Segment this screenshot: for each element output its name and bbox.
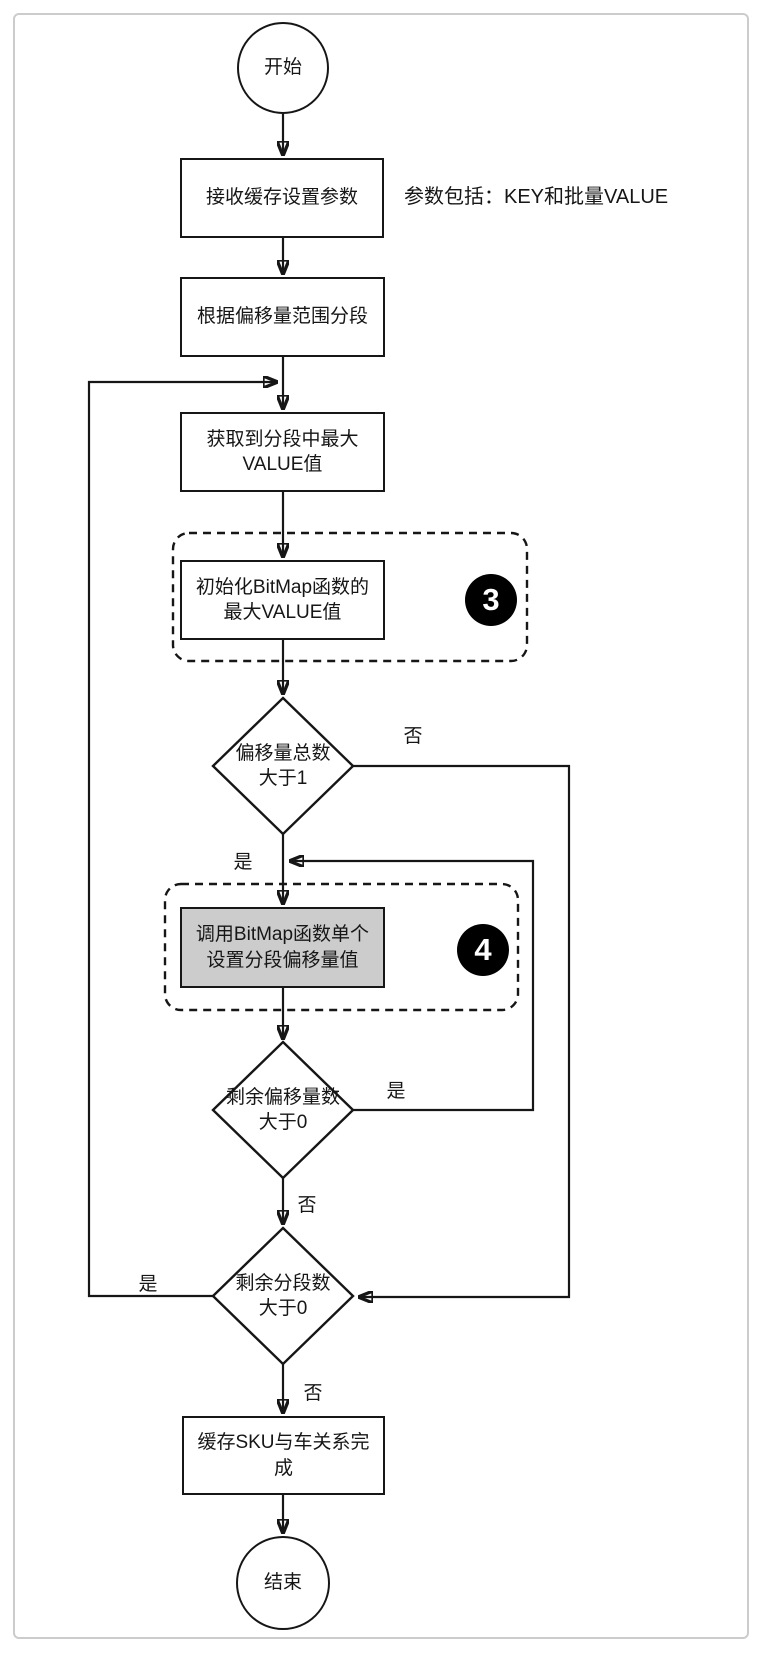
start-node: 开始 <box>237 22 329 114</box>
diamond-shape <box>211 696 355 836</box>
process-segment-by-offset: 根据偏移量范围分段 <box>180 277 385 357</box>
process-cache-done: 缓存SKU与车关系完 成 <box>182 1416 385 1495</box>
diagram-frame <box>13 13 749 1639</box>
step-badge-3: 3 <box>465 574 517 626</box>
decision-offsets-total: 偏移量总数 大于1 <box>211 696 355 836</box>
decision2-no-label: 否 <box>297 1195 317 1216</box>
decision3-no-label: 否 <box>303 1383 323 1404</box>
diamond-shape <box>211 1226 355 1366</box>
decision1-no-label: 否 <box>403 726 423 747</box>
process-init-bitmap: 初始化BitMap函数的 最大VALUE值 <box>180 560 385 640</box>
step-badge-4: 4 <box>457 924 509 976</box>
edge-decision3-yes-loop <box>87 382 278 1298</box>
end-node: 结束 <box>236 1536 330 1630</box>
process-receive-params: 接收缓存设置参数 <box>180 158 384 238</box>
process-get-max-value: 获取到分段中最大 VALUE值 <box>180 412 385 492</box>
edge-decision1-no-to-decision3 <box>353 764 571 1297</box>
dashed-container-step3 <box>171 531 529 663</box>
dashed-container-step4 <box>163 882 520 1012</box>
diamond-shape <box>211 1040 355 1180</box>
edge-decision2-yes-loop <box>289 861 535 1112</box>
decision1-yes-label: 是 <box>233 852 253 873</box>
params-annotation: 参数包括：KEY和批量VALUE <box>404 186 669 208</box>
decision-segments-remaining: 剩余分段数 大于0 <box>211 1226 355 1366</box>
decision2-yes-label: 是 <box>386 1081 406 1102</box>
decision-offsets-remaining: 剩余偏移量数 大于0 <box>211 1040 355 1180</box>
process-call-bitmap: 调用BitMap函数单个 设置分段偏移量值 <box>180 907 385 988</box>
decision3-yes-label: 是 <box>138 1274 158 1295</box>
